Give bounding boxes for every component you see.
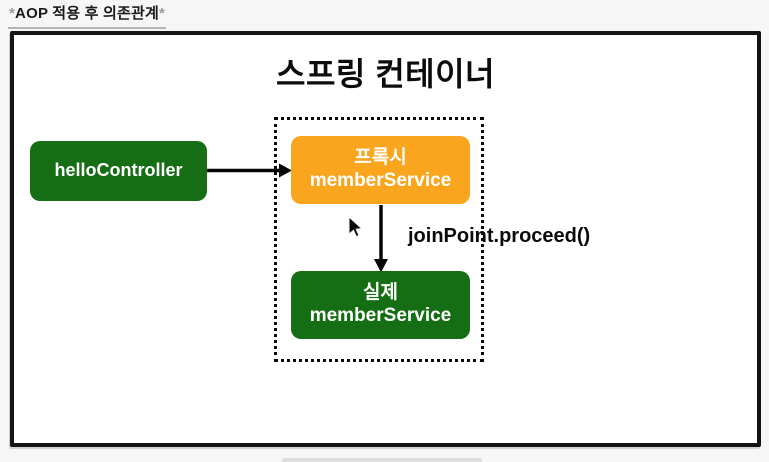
node-real-member-service: 실제 memberService xyxy=(291,271,470,339)
node-real-line1: 실제 xyxy=(363,282,398,304)
proxy-group-dotted-border xyxy=(274,117,484,362)
heading-asterisk-left: * xyxy=(9,5,16,22)
bottom-artifact-strip xyxy=(282,458,482,462)
node-proxy-member-service: 프록시 memberService xyxy=(291,136,470,204)
joinpoint-proceed-annotation: joinPoint.proceed() xyxy=(408,225,591,247)
node-hello-controller: helloController xyxy=(30,141,207,201)
spring-container-frame: 스프링 컨테이너 xyxy=(10,31,761,447)
slide-heading: *AOP 적용 후 의존관계* xyxy=(8,4,167,29)
spring-container-title: 스프링 컨테이너 xyxy=(276,56,495,92)
node-hello-controller-label: helloController xyxy=(54,160,183,181)
heading-asterisk-right: * xyxy=(158,5,166,22)
node-proxy-line2: memberService xyxy=(309,170,452,191)
heading-text: AOP 적용 후 의존관계 xyxy=(15,5,159,22)
node-real-line2: memberService xyxy=(309,305,452,326)
node-proxy-line1: 프록시 xyxy=(354,147,407,169)
